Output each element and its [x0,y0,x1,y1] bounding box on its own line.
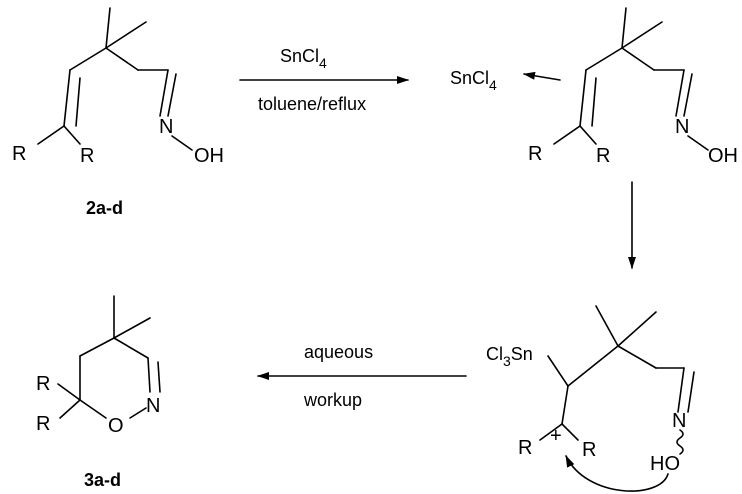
substituent-r: R [36,373,50,395]
compound-carbocation-intermediate: Cl3Sn R R + N HO [486,305,695,492]
wavy-bond [676,429,684,455]
atom-n: N [675,116,689,138]
hydroxyl-group: HO [650,453,680,475]
hydroxyl-group: OH [708,145,738,167]
conditions-label: toluene/reflux [258,94,366,114]
substituent-r: R [36,413,50,435]
substituent-r: R [80,145,94,167]
reagent-label: aqueous [304,342,373,362]
atom-o: O [108,415,124,437]
atom-n: N [146,395,160,417]
trichlorostannyl-group: Cl3Sn [486,344,533,369]
substituent-r: R [528,143,542,165]
compound-2a-d: R R N OH 2a-d [12,7,224,218]
curved-electron-arrow [565,455,669,492]
substituent-r: R [582,439,596,461]
substituent-r: R [12,143,26,165]
hydroxyl-group: OH [194,145,224,167]
reagent-label: SnCl4 [280,46,327,71]
compound-lewis-acid-complex: SnCl4 R R N OH [450,7,738,167]
substituent-r: R [596,145,610,167]
substituent-r: R [518,437,532,459]
compound-label: 2a-d [86,198,123,218]
positive-charge: + [550,425,562,447]
reaction-arrow-step-3: aqueous workup [257,342,467,410]
reaction-arrow-step-1: SnCl4 toluene/reflux [239,46,409,114]
conditions-label: workup [303,390,362,410]
compound-label: 3a-d [84,470,121,490]
atom-n: N [672,410,686,432]
compound-3a-d: R R O N 3a-d [36,295,161,490]
atom-n: N [159,116,173,138]
lewis-acid: SnCl4 [450,68,497,93]
